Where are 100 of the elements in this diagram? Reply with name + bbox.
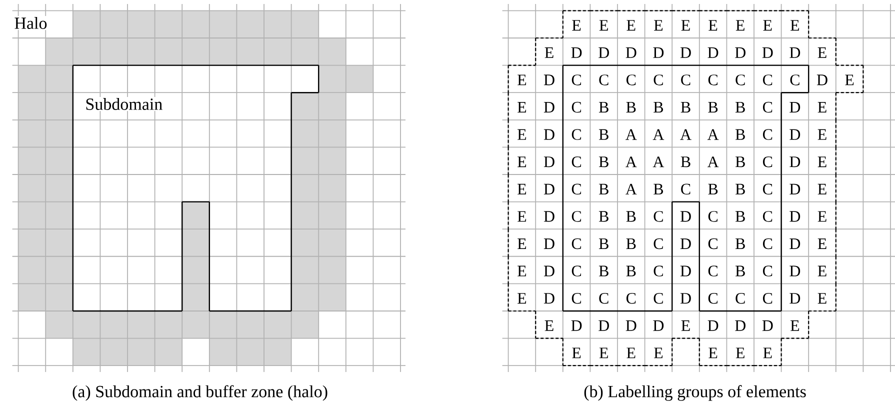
- cell-label: C: [572, 238, 581, 250]
- cell-label: E: [518, 102, 526, 112]
- cell-label: E: [599, 20, 608, 31]
- cell-label: B: [735, 102, 745, 112]
- cell-label: B: [735, 156, 745, 168]
- cell-label: B: [598, 266, 608, 276]
- cell-label: B: [654, 184, 663, 194]
- cell-label: C: [572, 156, 581, 168]
- cell-label: C: [654, 74, 663, 86]
- cell-label: E: [572, 348, 581, 358]
- cell-label: D: [544, 266, 554, 276]
- cell-label: D: [571, 320, 582, 331]
- cell-label: D: [708, 320, 718, 331]
- cell-label: E: [763, 20, 772, 31]
- cell-label: B: [626, 238, 636, 249]
- cell-label: B: [680, 156, 690, 168]
- cell-label: E: [518, 156, 526, 168]
- cell-label: A: [707, 156, 719, 168]
- caption: (b) Labelling groups of elements: [584, 385, 806, 401]
- cell-label: E: [736, 20, 744, 31]
- cell-label: B: [598, 211, 608, 222]
- cell-label: E: [626, 20, 636, 31]
- cell-label: C: [626, 292, 636, 304]
- cell-label: D: [544, 184, 554, 194]
- cell-label: B: [708, 102, 718, 112]
- cell-label: E: [790, 320, 800, 331]
- cell-label: E: [681, 320, 690, 331]
- cell-label: D: [571, 47, 582, 58]
- cell-label: D: [790, 47, 800, 58]
- cell-label: C: [762, 292, 772, 304]
- cell-label: B: [735, 184, 745, 194]
- cell-label: D: [653, 47, 664, 58]
- cell-label: D: [598, 47, 609, 58]
- cell-label: D: [680, 266, 691, 276]
- cell-label: E: [763, 348, 772, 358]
- cell-label: D: [544, 129, 554, 140]
- cell-label: D: [544, 293, 554, 304]
- cell-label: B: [598, 184, 608, 194]
- cell-label: A: [652, 129, 664, 140]
- cell-label: E: [544, 320, 554, 331]
- cell-label: E: [845, 74, 854, 86]
- cell-label: D: [790, 184, 800, 194]
- cell-label: C: [572, 184, 581, 195]
- cell-label: E: [708, 348, 718, 358]
- cell-label: D: [735, 47, 746, 58]
- cell-label: C: [708, 74, 718, 86]
- cell-label: B: [598, 129, 608, 140]
- cell-label: D: [653, 320, 664, 331]
- cell-label: D: [816, 74, 828, 86]
- cell-label: D: [544, 211, 554, 222]
- cell-label: E: [572, 20, 581, 31]
- cell-label: C: [572, 74, 581, 86]
- cell-label: C: [736, 292, 745, 304]
- cell-label: D: [762, 47, 773, 58]
- cell-label: D: [790, 156, 800, 168]
- caption: (a) Subdomain and buffer zone (halo): [72, 385, 328, 401]
- cell-label: D: [680, 47, 691, 58]
- cell-label: A: [652, 156, 664, 168]
- cell-label: C: [762, 266, 772, 276]
- cell-label: C: [762, 211, 772, 222]
- cell-label: D: [680, 238, 691, 249]
- cell-label: E: [818, 238, 826, 249]
- cell-label: C: [572, 129, 581, 140]
- cell-label: E: [818, 129, 826, 140]
- cell-label: E: [818, 266, 826, 276]
- cell-label: E: [626, 348, 636, 358]
- cell-label: D: [680, 211, 691, 222]
- cell-label: E: [818, 47, 826, 58]
- cell-label: C: [681, 74, 690, 86]
- cell-label: A: [626, 129, 637, 140]
- cell-label: B: [708, 184, 718, 194]
- cell-label: D: [790, 102, 800, 112]
- cell-label: E: [518, 266, 526, 276]
- cell-label: E: [818, 102, 826, 112]
- cell-label: D: [790, 211, 800, 222]
- cell-label: E: [654, 20, 663, 31]
- cell-label: C: [762, 184, 772, 195]
- cell-label: C: [736, 74, 745, 86]
- cell-label: C: [654, 238, 663, 250]
- cell-label: C: [708, 211, 718, 222]
- cell-label: D: [735, 320, 746, 331]
- cell-label: B: [626, 211, 636, 222]
- cell-label: E: [518, 238, 526, 249]
- cell-label: C: [654, 292, 663, 304]
- cell-label: A: [626, 184, 637, 194]
- cell-label: B: [735, 238, 745, 249]
- cell-label: D: [598, 320, 609, 331]
- cell-label: D: [626, 320, 636, 331]
- cell-label: E: [518, 184, 526, 194]
- cell-label: C: [626, 74, 636, 86]
- cell-label: C: [708, 238, 718, 250]
- cell-label: B: [654, 102, 663, 112]
- cell-label: E: [681, 20, 690, 31]
- cell-label: B: [598, 156, 608, 168]
- cell-label: B: [598, 102, 608, 112]
- cell-label: D: [790, 293, 800, 304]
- cell-label: D: [544, 74, 554, 86]
- cell-label: D: [708, 47, 718, 58]
- cell-label: E: [544, 47, 554, 58]
- cell-label: E: [654, 348, 663, 358]
